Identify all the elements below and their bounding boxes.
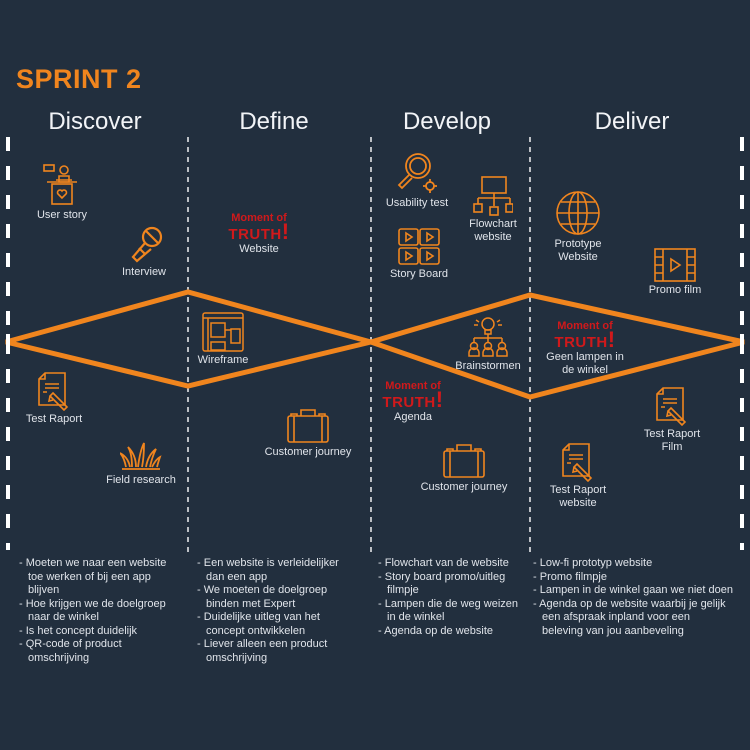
note-item: Agenda op de website (378, 625, 528, 639)
briefcase-icon (443, 444, 485, 478)
note-item: We moeten de doelgroep binden met Expert (197, 584, 357, 611)
item-customer-journey-define: Customer journey (260, 408, 356, 459)
item-field-research: Field research (101, 440, 181, 487)
item-customer-journey-develop: Customer journey (416, 443, 512, 494)
mot-define-label: Website (239, 243, 279, 255)
notes-develop: Flowchart van de website Story board pro… (378, 557, 528, 638)
item-test-raport-website: Test Raport website (542, 442, 614, 510)
story-board-label: Story Board (389, 268, 449, 280)
item-flowchart: Flowchart website (460, 176, 526, 244)
wireframe-icon (202, 312, 244, 352)
item-brainstormen: Brainstormen (452, 316, 524, 373)
briefcase-icon (287, 409, 329, 443)
phase-deliver: Deliver (594, 108, 670, 135)
field-research-label: Field research (106, 474, 176, 486)
moment-of-truth-develop: Moment of TRUTH! Agenda (378, 380, 448, 424)
note-item: Flowchart van de website (378, 557, 528, 571)
mot-develop-label: Agenda (394, 411, 432, 423)
phase-develop: Develop (402, 108, 492, 135)
notes-discover: Moeten we naar een website toe werken of… (19, 557, 179, 665)
speaker-podium-icon (43, 164, 77, 205)
test-raport-label: Test Raport (25, 413, 83, 425)
magnifier-gear-icon (397, 153, 437, 193)
moment-of-truth-define: Moment of TRUTH! Website (219, 212, 299, 256)
item-interview: Interview (114, 226, 174, 279)
note-item: Lampen die de weg weizen in de winkel (378, 598, 528, 625)
item-test-raport-film: Test Raport Film (636, 386, 708, 454)
note-item: QR-code of product omschrijving (19, 638, 179, 665)
notes-define: Een website is verleidelijker dan een ap… (197, 557, 357, 665)
note-item: Liever alleen een product omschrijving (197, 638, 357, 665)
item-story-board: Story Board (384, 228, 454, 281)
customer-journey-develop-label: Customer journey (420, 481, 508, 493)
note-item: Agenda op de website waarbij je gelijk e… (533, 598, 733, 639)
note-item: Promo filmpje (533, 571, 733, 585)
microphone-icon (131, 226, 163, 263)
flowchart-icon (473, 176, 513, 216)
phase-discover: Discover (48, 108, 142, 135)
note-item: Story board promo/uitleg filmpje (378, 571, 528, 598)
item-prototype: Prototype Website (545, 190, 611, 264)
note-item: Low-fi prototyp website (533, 557, 733, 571)
note-item: Hoe krijgen we de doelgroep naar de wink… (19, 598, 179, 625)
globe-icon (556, 191, 600, 235)
item-promo-film: Promo film (643, 248, 707, 297)
interview-label: Interview (121, 266, 167, 278)
usability-test-label: Usability test (385, 197, 449, 209)
item-user-story: User story (30, 163, 94, 222)
brainstormen-label: Brainstormen (455, 360, 521, 372)
note-item: Lampen in de winkel gaan we niet doen (533, 584, 733, 598)
item-test-raport: Test Raport (22, 371, 86, 426)
lightbulb-team-icon (468, 317, 508, 357)
grass-icon (120, 442, 162, 470)
phase-define: Define (239, 108, 309, 135)
note-item: Is het concept duidelijk (19, 625, 179, 639)
document-pencil-icon (656, 387, 687, 426)
item-wireframe: Wireframe (193, 312, 253, 367)
note-item: Een website is verleidelijker dan een ap… (197, 557, 357, 584)
note-item: Duidelijke uitleg van het concept ontwik… (197, 611, 357, 638)
storyboard-icon (398, 228, 440, 265)
user-story-label: User story (36, 209, 88, 221)
sprint-title: SPRINT 2 (16, 64, 142, 94)
moment-of-truth-deliver: Moment of TRUTH! Geen lampen in de winke… (546, 320, 624, 376)
wireframe-label: Wireframe (197, 354, 249, 366)
promo-film-label: Promo film (648, 284, 702, 296)
note-item: Moeten we naar een website toe werken of… (19, 557, 179, 598)
document-pencil-icon (562, 443, 593, 482)
notes-deliver: Low-fi prototyp website Promo filmpje La… (533, 557, 733, 638)
customer-journey-define-label: Customer journey (264, 446, 352, 458)
film-icon (654, 248, 696, 282)
item-usability-test: Usability test (382, 151, 452, 210)
document-pencil-icon (38, 372, 69, 411)
